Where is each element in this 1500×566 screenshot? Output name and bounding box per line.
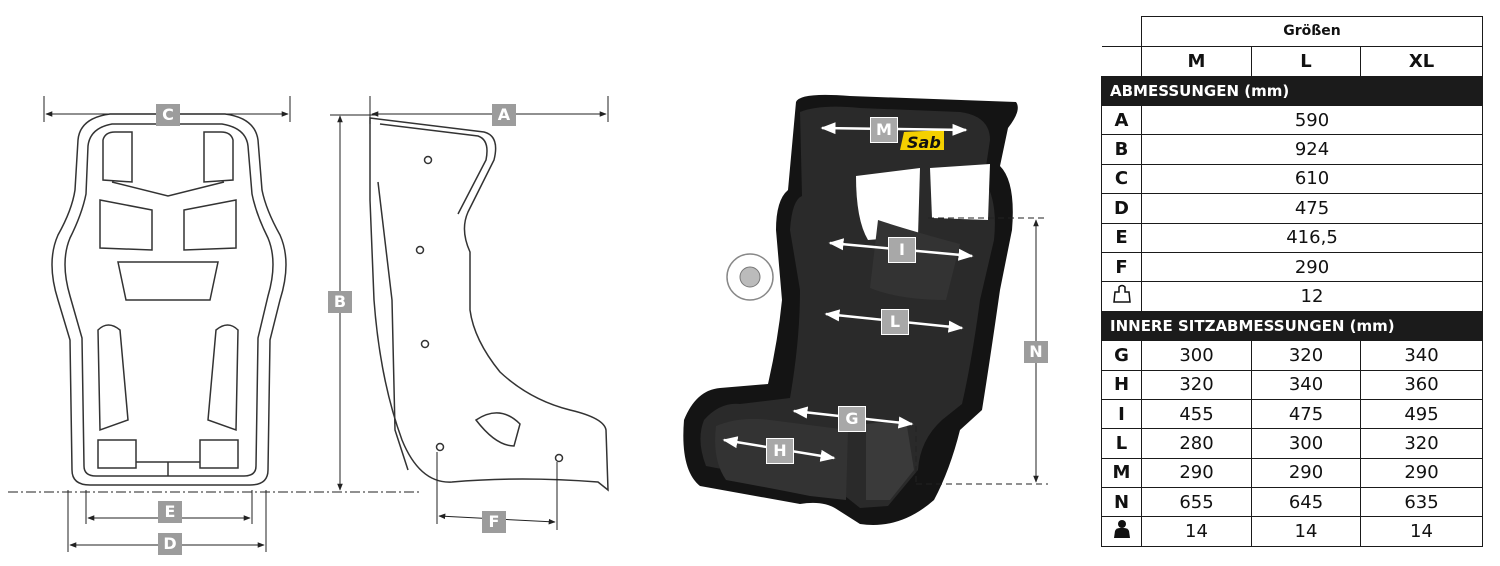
front-view-dimensions (8, 96, 420, 552)
dim-label-b: B (328, 291, 352, 313)
column-header-l: L (1251, 45, 1361, 77)
column-header-m: M (1141, 45, 1252, 77)
weight-icon (1112, 284, 1131, 303)
dim-label-c: C (156, 104, 180, 126)
dim-label-d: D (158, 533, 182, 555)
table-row: 12 (1101, 281, 1483, 312)
dim-label-h: H (766, 438, 794, 464)
table-title: Größen (1141, 16, 1483, 47)
seat-technical-drawings: Sab (8, 94, 1048, 552)
dim-label-a: A (492, 104, 516, 126)
table-corner-2 (1101, 46, 1142, 77)
front-view-outline (51, 113, 287, 486)
column-header-xl: XL (1360, 45, 1483, 77)
dim-label-i: I (888, 237, 916, 263)
dim-label-g: G (838, 406, 866, 432)
section-header-abmessungen: ABMESSUNGEN (mm) (1101, 75, 1483, 106)
dim-label-e: E (158, 501, 182, 523)
side-view-dimensions (330, 96, 609, 530)
brand-logo: Sab (907, 133, 941, 152)
dim-label-l: L (881, 309, 909, 335)
dim-label-n: N (1024, 341, 1048, 363)
person-icon (1113, 520, 1130, 539)
side-view-outline (369, 117, 609, 492)
table-corner (1101, 16, 1142, 47)
seat-photo-illustration: Sab (683, 94, 1018, 525)
section-header-innere: INNERE SITZABMESSUNGEN (mm) (1101, 310, 1483, 342)
dim-label-m: M (870, 117, 898, 143)
dim-label-f: F (482, 511, 506, 533)
